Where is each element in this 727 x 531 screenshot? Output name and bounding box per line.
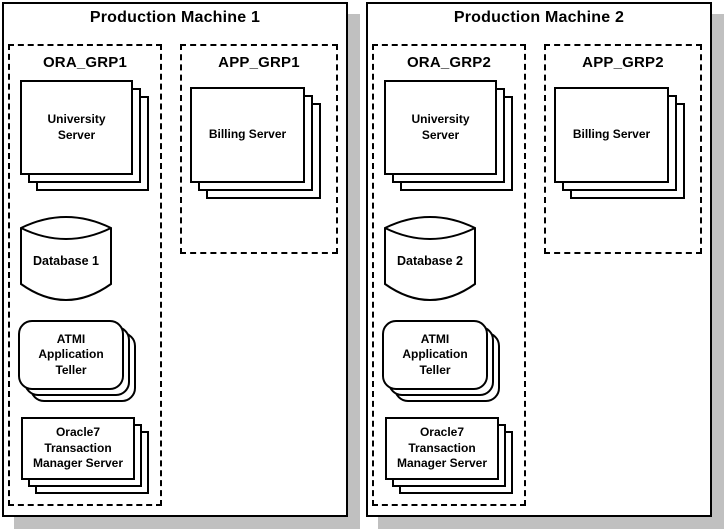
database-cylinder-icon <box>20 216 112 301</box>
app-group-label: APP_GRP1 <box>218 54 300 71</box>
ora-group-box: ORA_GRP1 University Server Database 1 AT… <box>8 44 162 506</box>
atmi-application-teller-stack: ATMI Application Teller <box>18 320 136 402</box>
production-machine-1-box: Production Machine 1 ORA_GRP1 University… <box>2 2 348 517</box>
database-cylinder: Database 1 <box>19 204 113 306</box>
app-group-label: APP_GRP2 <box>582 54 664 71</box>
production-machine-2-box: Production Machine 2 ORA_GRP2 University… <box>366 2 712 517</box>
university-server-stack: University Server <box>384 80 513 191</box>
university-server-label: University Server <box>20 80 133 175</box>
database-cylinder: Database 2 <box>383 204 477 306</box>
database-cylinder-icon <box>384 216 476 301</box>
oracle7-transaction-manager-label: Oracle7 Transaction Manager Server <box>21 417 135 480</box>
atmi-application-teller-label: ATMI Application Teller <box>18 320 124 390</box>
billing-server-stack: Billing Server <box>190 87 321 199</box>
database-label: Database 2 <box>396 254 463 268</box>
machine-title: Production Machine 2 <box>453 9 625 26</box>
university-server-label: University Server <box>384 80 497 175</box>
atmi-application-teller-stack: ATMI Application Teller <box>382 320 500 402</box>
ora-group-box: ORA_GRP2 University Server Database 2 AT… <box>372 44 526 506</box>
oracle7-transaction-manager-label: Oracle7 Transaction Manager Server <box>385 417 499 480</box>
oracle7-transaction-manager-stack: Oracle7 Transaction Manager Server <box>21 417 149 494</box>
app-group-box: APP_GRP2 Billing Server <box>544 44 702 254</box>
oracle7-transaction-manager-stack: Oracle7 Transaction Manager Server <box>385 417 513 494</box>
billing-server-label: Billing Server <box>554 87 669 183</box>
app-group-box: APP_GRP1 Billing Server <box>180 44 338 254</box>
ora-group-label: ORA_GRP1 <box>42 54 128 71</box>
university-server-stack: University Server <box>20 80 149 191</box>
atmi-application-teller-label: ATMI Application Teller <box>382 320 488 390</box>
machine-title: Production Machine 1 <box>89 9 261 26</box>
billing-server-label: Billing Server <box>190 87 305 183</box>
billing-server-stack: Billing Server <box>554 87 685 199</box>
database-label: Database 1 <box>32 254 99 268</box>
ora-group-label: ORA_GRP2 <box>406 54 492 71</box>
